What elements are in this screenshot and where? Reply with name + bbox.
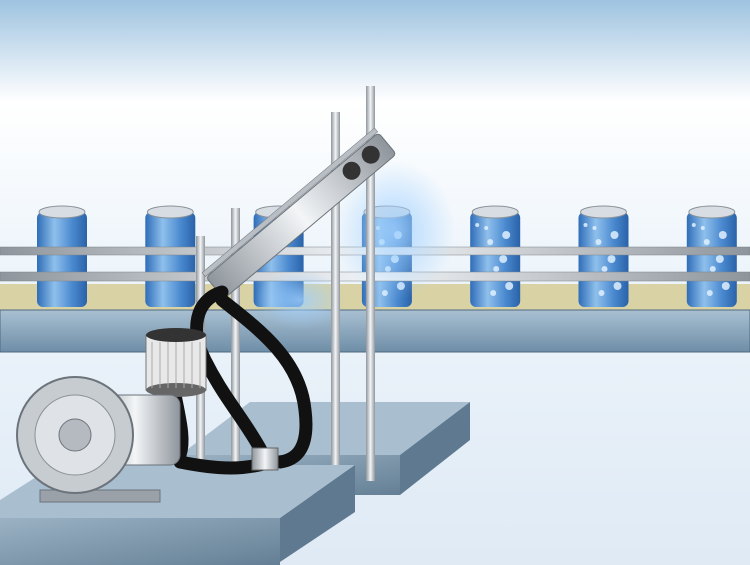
- water-droplet: [691, 223, 696, 227]
- water-droplet: [505, 282, 514, 290]
- ring-blower: [16, 376, 181, 503]
- water-droplet: [595, 239, 602, 245]
- air-mist-lower: [255, 270, 345, 330]
- t-connector: [251, 447, 279, 471]
- water-droplet: [484, 226, 489, 230]
- can-lid: [146, 205, 194, 219]
- water-droplet: [499, 255, 508, 263]
- water-droplet: [487, 239, 494, 245]
- air-mist: [335, 160, 455, 300]
- can: [145, 205, 196, 307]
- can: [686, 205, 737, 307]
- intake-filter: [145, 328, 207, 397]
- water-droplet: [592, 226, 597, 230]
- water-droplet: [598, 290, 605, 296]
- can-lid: [471, 205, 519, 219]
- water-droplet: [718, 231, 727, 239]
- water-droplet: [610, 231, 619, 239]
- water-droplet: [475, 223, 480, 227]
- water-droplet: [502, 231, 511, 239]
- can-body: [145, 212, 196, 307]
- can-body: [37, 212, 87, 307]
- can: [37, 205, 87, 307]
- water-droplet: [706, 290, 713, 296]
- water-droplet: [703, 239, 710, 245]
- water-droplet: [709, 266, 716, 272]
- can: [578, 205, 629, 307]
- can-lid: [580, 205, 627, 219]
- air-knife: [201, 127, 396, 298]
- water-droplet: [721, 282, 730, 290]
- water-droplet: [715, 255, 724, 263]
- can: [470, 205, 521, 307]
- water-droplet: [700, 226, 705, 230]
- water-droplet: [493, 266, 500, 272]
- water-droplet: [613, 282, 622, 290]
- can-lid: [38, 205, 86, 219]
- water-droplet: [607, 255, 616, 263]
- water-droplet: [601, 266, 608, 272]
- water-droplet: [490, 290, 497, 296]
- water-droplet: [583, 223, 588, 227]
- can-lid: [688, 205, 736, 219]
